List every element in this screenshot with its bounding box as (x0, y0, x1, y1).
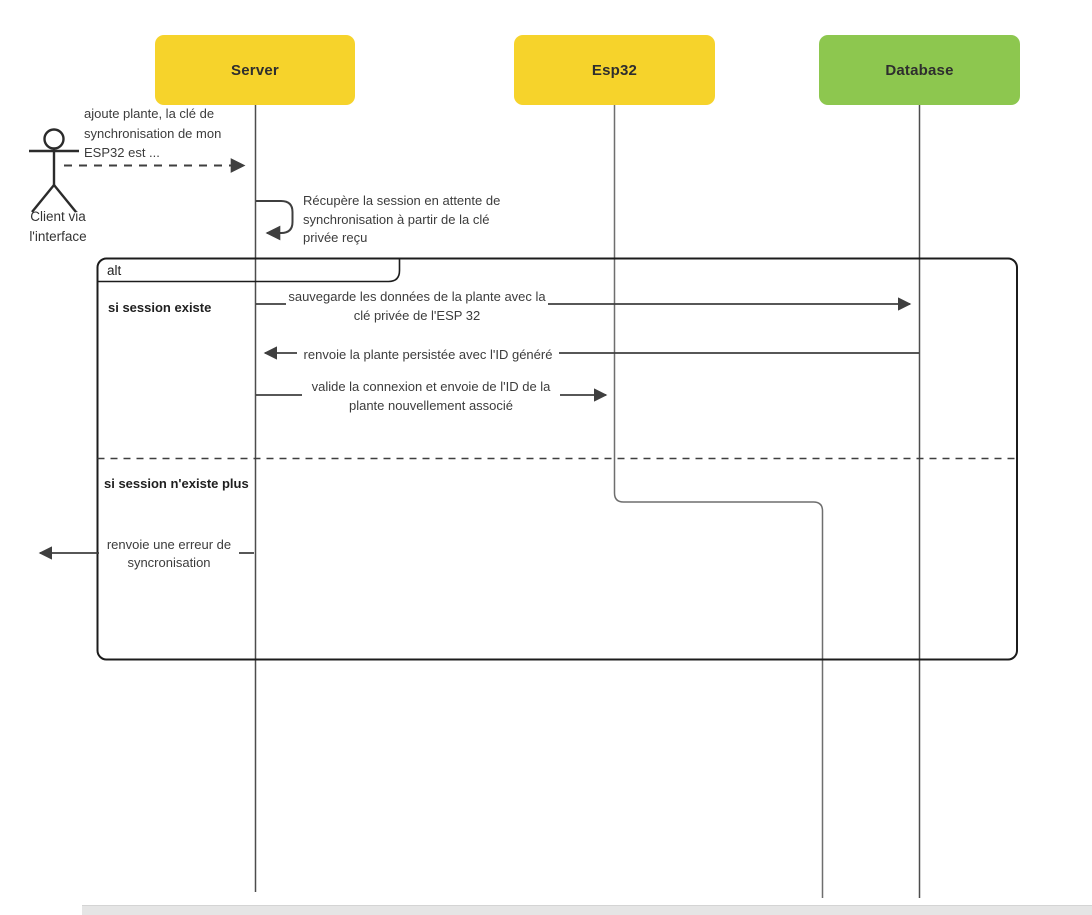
participant-server-label: Server (231, 61, 279, 79)
alt-operator-label: alt (107, 263, 122, 278)
alt-frame-label-ribbon (97, 259, 401, 283)
arrow-retrieve-session-self-loop (256, 200, 294, 241)
guard-session-exists: si session existe (108, 300, 212, 315)
participant-database: Database (819, 35, 1020, 105)
participant-esp32-label: Esp32 (591, 61, 638, 79)
message-return-persisted-label: renvoie la plante persistée avec l'ID gé… (297, 345, 559, 364)
canvas-bottom-edge (82, 905, 1092, 915)
message-save-plant-label: sauvegarde les données de la plante avec… (286, 287, 548, 325)
lifeline-esp32 (613, 105, 824, 898)
participant-database-label: Database (885, 61, 954, 79)
actor-label: Client via l'interface (29, 209, 87, 244)
participant-esp32: Esp32 (514, 35, 715, 105)
actor-icon (29, 128, 79, 213)
message-validate-connection-label: valide la connexion et envoie de l'ID de… (302, 377, 560, 415)
message-add-plant-label: ajoute plante, la clé de synchronisation… (84, 106, 222, 160)
participant-server: Server (155, 35, 355, 105)
message-retrieve-session-label: Récupère la session en attente de synchr… (303, 193, 501, 245)
message-sync-error-label: renvoie une erreur de syncronisation (99, 536, 239, 572)
guard-session-not-exists: si session n'existe plus (104, 476, 249, 491)
